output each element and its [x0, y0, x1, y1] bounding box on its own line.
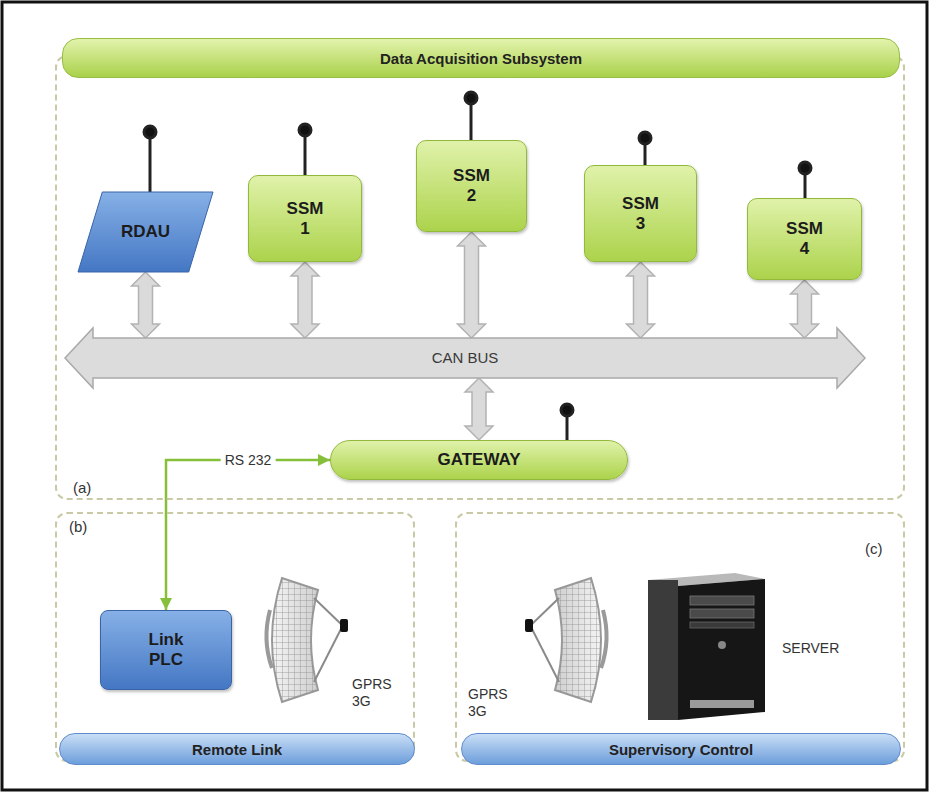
antenna-tip — [144, 126, 156, 138]
panel-letter: (c) — [865, 540, 883, 557]
antenna-stem — [470, 100, 473, 140]
parallelogram-outline — [78, 192, 213, 272]
supervisory-panel: (c) Supervisory Control — [455, 512, 905, 762]
bus-connector — [291, 262, 319, 338]
bus-arrow-outline — [65, 328, 865, 388]
tower-front — [678, 579, 765, 720]
bus-connector — [458, 232, 486, 338]
gateway-box: GATEWAY — [330, 440, 628, 480]
antenna-tip — [465, 92, 477, 104]
antenna-tip — [639, 132, 651, 144]
feed-horn — [340, 619, 348, 632]
node-label: SSM 2 — [453, 166, 490, 205]
antenna-tip — [299, 124, 311, 136]
node-label: SSM 3 — [622, 194, 659, 233]
dish-grid — [555, 578, 601, 702]
antenna-label: GPRS 3G — [468, 686, 508, 720]
dish-reflector — [555, 578, 601, 702]
dish-antenna — [266, 578, 348, 702]
footer-bar: Supervisory Control — [461, 733, 901, 765]
antennas — [144, 92, 811, 440]
server-label: SERVER — [782, 640, 839, 657]
rdau-unit: RDAU — [78, 192, 213, 272]
antenna-stem — [304, 132, 307, 175]
node-label: GATEWAY — [437, 450, 520, 470]
tower-foot — [690, 700, 754, 708]
sensor-module: SSM 2 — [416, 140, 527, 232]
panel-letter: (b) — [69, 518, 87, 535]
tower-side — [648, 580, 678, 720]
bus-connector — [791, 280, 819, 338]
plc-box: Link PLC — [100, 610, 232, 690]
dish-reflector — [272, 578, 318, 702]
serial-link — [166, 460, 330, 610]
feed-arm — [314, 627, 342, 682]
panel-letter: (a) — [73, 479, 91, 496]
drive-bay — [690, 622, 754, 628]
antenna-stem — [149, 134, 152, 192]
feed-arm — [314, 598, 342, 625]
dish-antenna — [525, 578, 607, 702]
header-bar: Data Acquisition Subsystem — [62, 38, 900, 78]
subsystem-panel: Data Acquisition Subsystem(a)RDAUSSM 1SS… — [55, 55, 905, 500]
drive-bay — [690, 609, 754, 618]
sensor-module: SSM 3 — [584, 165, 697, 262]
feed-arm — [531, 598, 559, 625]
can-bus: CAN BUS — [65, 328, 865, 388]
node-label: RDAU — [121, 222, 170, 242]
power-button — [718, 641, 726, 649]
remote-link-panel: (b) Remote Link Link PLC — [55, 512, 415, 762]
footer-bar: Remote Link — [59, 733, 415, 765]
dish-grid — [272, 578, 318, 702]
node-label: Link PLC — [149, 630, 184, 669]
bus-connector — [465, 378, 493, 440]
node-label: SSM 1 — [287, 199, 324, 238]
antenna-tip — [561, 404, 573, 416]
bus-connector — [627, 262, 655, 338]
sensor-module: SSM 4 — [747, 198, 862, 280]
antenna-tip — [799, 162, 811, 174]
antenna-label: GPRS 3G — [352, 676, 392, 710]
edge-label: RS 232 — [221, 452, 276, 468]
server-tower — [648, 573, 765, 720]
feed-horn — [525, 619, 533, 632]
node-label: CAN BUS — [432, 349, 499, 366]
drive-bay — [690, 596, 754, 605]
sensor-module: SSM 1 — [248, 175, 362, 262]
node-label: SSM 4 — [786, 219, 823, 258]
bus-connector — [132, 272, 160, 338]
feed-arm — [531, 627, 559, 682]
